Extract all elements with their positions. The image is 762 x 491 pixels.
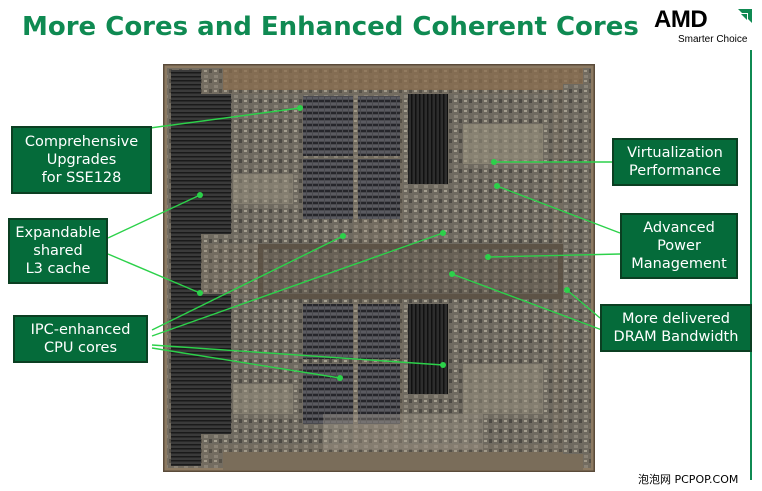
amd-logo: AMD Smarter Choice <box>652 6 752 46</box>
callout-l3-cache: Expandable shared L3 cache <box>8 218 108 284</box>
logo-tagline: Smarter Choice <box>678 34 748 45</box>
footer-watermark: 泡泡网 PCPOP.COM <box>638 473 739 486</box>
callout-power-management-text: Advanced Power Management <box>631 220 727 272</box>
callout-sse128-text: Comprehensive Upgrades for SSE128 <box>24 134 139 186</box>
callout-virtualization: Virtualization Performance <box>612 138 738 186</box>
callout-dram-bandwidth-text: More delivered DRAM Bandwidth <box>613 311 739 345</box>
callout-l3-cache-text: Expandable shared L3 cache <box>15 225 101 277</box>
amd-arrow-icon <box>738 9 752 23</box>
slide-title: More Cores and Enhanced Coherent Cores <box>22 12 639 42</box>
cpu-die-image <box>163 64 595 472</box>
callout-virtualization-text: Virtualization Performance <box>627 145 723 179</box>
logo-brand: AMD <box>654 6 708 33</box>
callout-dram-bandwidth: More delivered DRAM Bandwidth <box>600 304 752 352</box>
callout-ipc-cores: IPC-enhanced CPU cores <box>13 315 148 363</box>
callout-ipc-cores-text: IPC-enhanced CPU cores <box>30 322 131 356</box>
callout-power-management: Advanced Power Management <box>620 213 738 279</box>
accent-rule <box>750 50 752 480</box>
callout-sse128: Comprehensive Upgrades for SSE128 <box>11 126 152 194</box>
